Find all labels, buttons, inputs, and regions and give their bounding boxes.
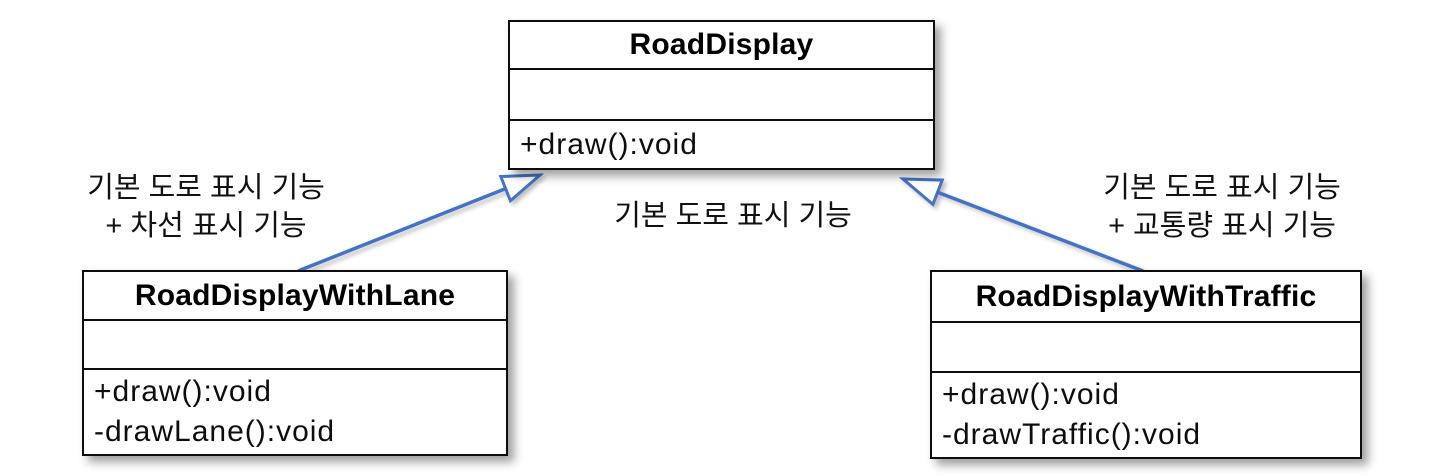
annotation-line: + 차선 표시 기능 — [105, 210, 307, 242]
class-methods: +draw():void — [510, 121, 933, 168]
annotation-line: 기본 도로 표시 기능 — [1103, 172, 1341, 204]
annotation-line: 기본 도로 표시 기능 — [614, 200, 852, 232]
class-name: RoadDisplayWithLane — [84, 272, 506, 321]
method-drawtraffic: -drawTraffic():void — [942, 418, 1202, 451]
annotation-center: 기본 도로 표시 기능 — [588, 197, 878, 235]
class-name: RoadDisplay — [510, 22, 933, 70]
class-methods: +draw():void -drawLane():void — [84, 370, 506, 454]
method-draw: +draw():void — [942, 378, 1120, 411]
annotation-left: 기본 도로 표시 기능 + 차선 표시 기능 — [46, 169, 366, 245]
class-name: RoadDisplayWithTraffic — [932, 272, 1360, 323]
annotation-line: 기본 도로 표시 기능 — [87, 172, 325, 204]
class-box-roaddisplaywithlane: RoadDisplayWithLane +draw():void -drawLa… — [82, 270, 508, 456]
class-attributes-empty — [510, 70, 933, 121]
class-attributes-empty — [84, 321, 506, 370]
class-box-roaddisplaywithtraffic: RoadDisplayWithTraffic +draw():void -dra… — [930, 270, 1362, 459]
annotation-right: 기본 도로 표시 기능 + 교통량 표시 기능 — [1062, 169, 1382, 245]
method-draw: +draw():void — [94, 375, 272, 408]
class-methods: +draw():void -drawTraffic():void — [932, 373, 1360, 457]
annotation-line: + 교통량 표시 기능 — [1108, 210, 1336, 242]
class-box-roaddisplay: RoadDisplay +draw():void — [508, 20, 935, 170]
method-draw: +draw():void — [520, 127, 698, 161]
method-drawlane: -drawLane():void — [94, 415, 336, 448]
class-attributes-empty — [932, 323, 1360, 373]
